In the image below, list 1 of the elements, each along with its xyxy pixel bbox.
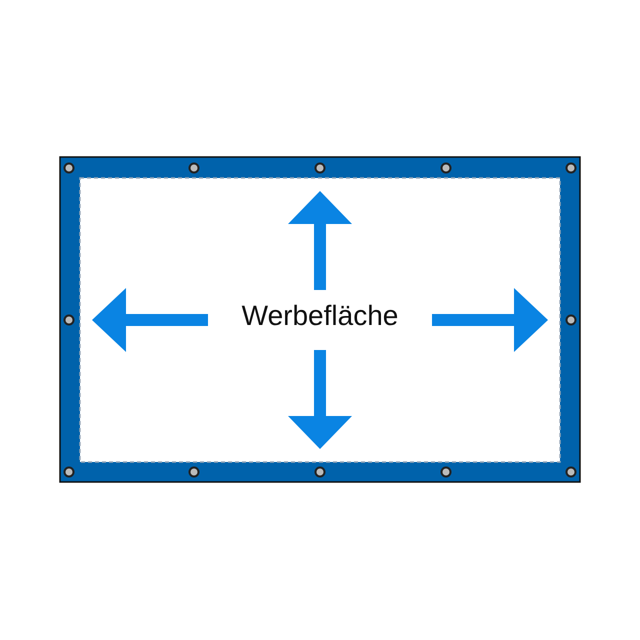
area-label: Werbefläche xyxy=(242,300,398,331)
